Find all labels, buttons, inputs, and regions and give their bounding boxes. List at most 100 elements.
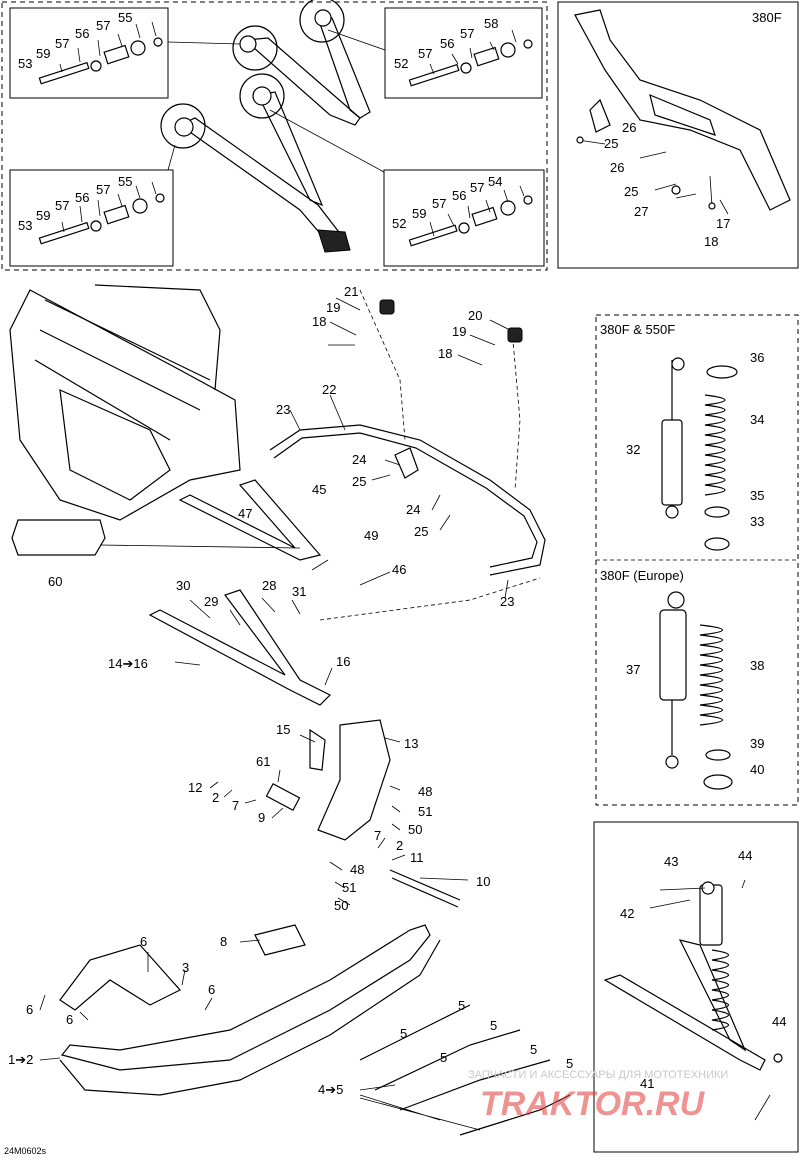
- section-380f-parts: [574, 9, 791, 215]
- label-c5: 57: [96, 18, 110, 33]
- label-c14: 57: [55, 198, 69, 213]
- label-m41: 8: [220, 934, 227, 949]
- label-m9: 24: [352, 452, 366, 467]
- label-c6: 55: [118, 10, 132, 25]
- label-c7: 52: [394, 56, 408, 71]
- arms-bushings-frame: [1, 1, 548, 271]
- label-m43: 3: [182, 960, 189, 975]
- label-r3: 26: [610, 160, 624, 175]
- label-m14: 47: [238, 506, 252, 521]
- label-k1: 36: [750, 350, 764, 365]
- a-arm-drawings: [160, 0, 386, 253]
- label-m44: 6: [208, 982, 215, 997]
- label-c9: 56: [440, 36, 454, 51]
- label-r1: 26: [622, 120, 636, 135]
- label-m16: 46: [392, 562, 406, 577]
- label-m6: 18: [438, 346, 452, 361]
- bushing-kit-box-2: [384, 7, 543, 99]
- label-m5: 19: [452, 324, 466, 339]
- leader-lines: [39, 297, 511, 1131]
- label-c11: 58: [484, 16, 498, 31]
- label-m15: 49: [364, 528, 378, 543]
- label-m40: 50: [334, 898, 348, 913]
- label-c1: 53: [18, 56, 32, 71]
- label-k13: 44: [772, 1014, 786, 1029]
- section-380f-frame: [557, 1, 799, 269]
- label-m53: 5: [566, 1056, 573, 1071]
- label-c19: 59: [412, 206, 426, 221]
- chassis-frame: [9, 284, 241, 556]
- label-m19: 29: [204, 594, 218, 609]
- label-k11: 44: [738, 848, 752, 863]
- label-m21: 31: [292, 584, 306, 599]
- label-c23: 54: [488, 174, 502, 189]
- label-m30: 9: [258, 810, 265, 825]
- label-m36: 48: [350, 862, 364, 877]
- label-c3: 57: [55, 36, 69, 51]
- label-m42: 6: [140, 934, 147, 949]
- label-k2: 34: [750, 412, 764, 427]
- bushing-kit-box-1: [9, 7, 169, 99]
- label-m39: 10: [476, 874, 490, 889]
- label-m18: 30: [176, 578, 190, 593]
- label-m13: 45: [312, 482, 326, 497]
- label-m11: 24: [406, 502, 420, 517]
- label-k12: 42: [620, 906, 634, 921]
- section-title-380f: 380F: [752, 10, 782, 25]
- label-m38: 51: [342, 880, 356, 895]
- bushing-kit-box-4: [383, 169, 545, 267]
- label-m46: 6: [66, 1012, 73, 1027]
- label-m2: 18: [312, 314, 326, 329]
- suspension-assembly-frame: [593, 821, 799, 1153]
- label-m28: 2: [212, 790, 219, 805]
- label-m31: 48: [418, 784, 432, 799]
- label-m22: 14➔16: [108, 656, 148, 671]
- label-m7: 22: [322, 382, 336, 397]
- label-m24: 15: [276, 722, 290, 737]
- label-k4: 35: [750, 488, 764, 503]
- label-m29: 7: [232, 798, 239, 813]
- label-m37: 11: [410, 850, 424, 865]
- label-c20: 57: [432, 196, 446, 211]
- label-k7: 38: [750, 658, 764, 673]
- label-c21: 56: [452, 188, 466, 203]
- badge-number: 60: [48, 574, 62, 589]
- bushing-kit-box-3: [9, 169, 174, 267]
- label-k5: 33: [750, 514, 764, 529]
- label-k10: 43: [664, 854, 678, 869]
- part-labels: 53 59 57 56 57 55 52 57 56 57 58 53 59 5…: [8, 10, 786, 1097]
- label-k9: 40: [750, 762, 764, 777]
- watermark-line2: TRAKTOR.RU: [480, 1085, 706, 1123]
- label-c16: 57: [96, 182, 110, 197]
- label-c13: 59: [36, 208, 50, 223]
- watermark-line1: ЗАПЧАСТИ И АКСЕССУАРЫ ДЛЯ МОТОТЕХНИКИ: [468, 1069, 728, 1081]
- label-c2: 59: [36, 46, 50, 61]
- label-m50: 5: [490, 1018, 497, 1033]
- section-title-380f-550f: 380F & 550F: [600, 322, 675, 337]
- suspension-assembly-drawing: [603, 879, 783, 1121]
- label-c8: 57: [418, 46, 432, 61]
- label-m54: 4➔5: [318, 1082, 343, 1097]
- ski-drawing: [59, 924, 571, 1136]
- label-m4: 20: [468, 308, 482, 323]
- label-m45: 6: [26, 1002, 33, 1017]
- label-m23: 16: [336, 654, 350, 669]
- label-m20: 28: [262, 578, 276, 593]
- label-m49: 5: [400, 1026, 407, 1041]
- label-m12: 25: [414, 524, 428, 539]
- label-m48: 5: [458, 998, 465, 1013]
- label-c4: 56: [75, 26, 89, 41]
- drawing-reference: 24M0602s: [4, 1146, 47, 1156]
- bushing-kit-4-parts: [408, 185, 533, 247]
- label-m47: 1➔2: [8, 1052, 33, 1067]
- label-r6: 17: [716, 216, 730, 231]
- label-m32: 51: [418, 804, 432, 819]
- label-k3: 32: [626, 442, 640, 457]
- label-c18: 52: [392, 216, 406, 231]
- label-r7: 18: [704, 234, 718, 249]
- label-k14: 41: [640, 1076, 654, 1091]
- label-m1: 21: [344, 284, 358, 299]
- label-m3: 19: [326, 300, 340, 315]
- label-m26: 61: [256, 754, 270, 769]
- label-c22: 57: [470, 180, 484, 195]
